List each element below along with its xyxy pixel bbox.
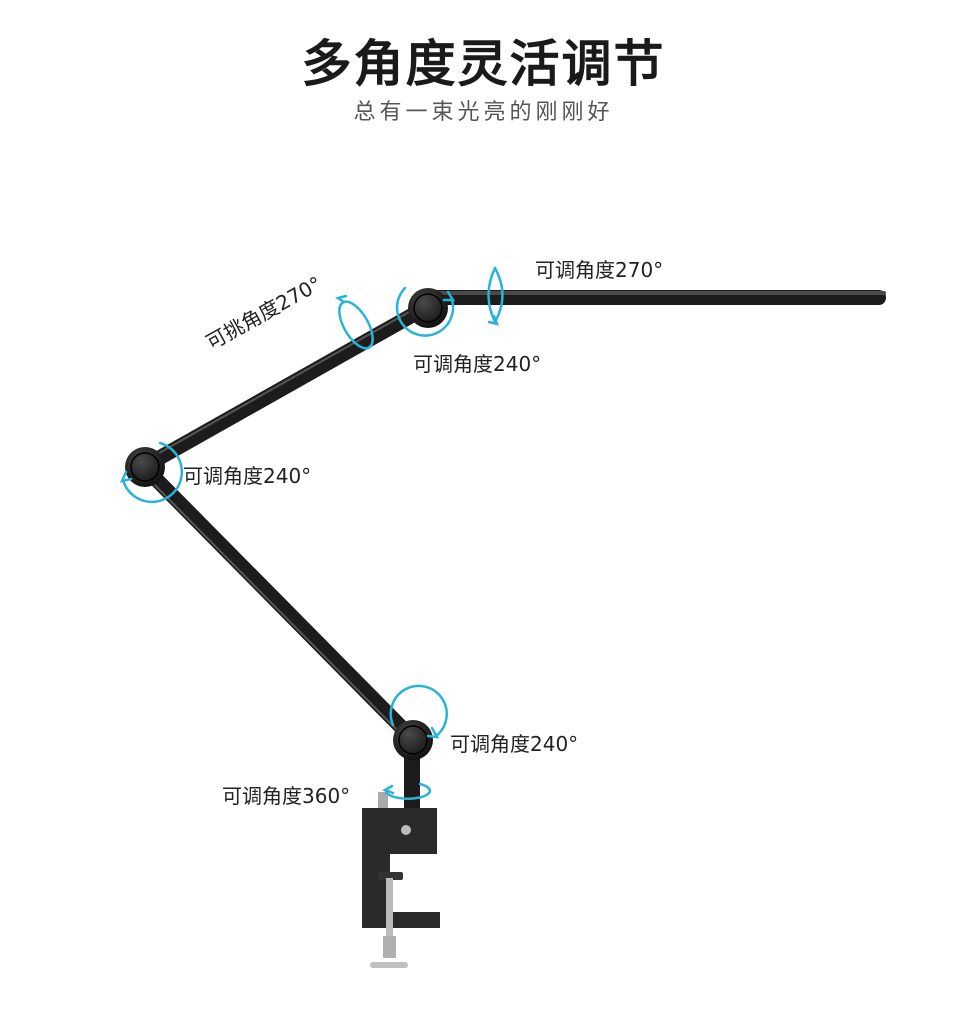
base-swivel-label: 可调角度360° [222, 784, 351, 808]
upper-joint-rotation-icon [395, 286, 456, 337]
base-joint-rotation-icon [389, 684, 448, 739]
head-rotation-label: 可调角度270° [535, 258, 664, 282]
head-rotation-arrow-icon [487, 266, 504, 326]
base-joint-label: 可调角度240° [450, 732, 579, 756]
base-swivel-arrow-icon [382, 782, 432, 800]
elbow-joint-label: 可调角度240° [183, 464, 312, 488]
base-joint-knob [393, 720, 433, 760]
page-title: 多角度灵活调节 [301, 35, 666, 93]
arm-tilt-arrow-icon [334, 294, 374, 350]
elbow-joint-knob [125, 447, 165, 487]
lower-arm [137, 460, 420, 746]
lamp-head-bar [420, 290, 886, 305]
upper-arm [137, 300, 433, 474]
upper-joint-label: 可调角度240° [413, 352, 542, 376]
elbow-joint-rotation-icon [119, 441, 184, 504]
desk-clamp [362, 792, 440, 968]
upper-joint-knob [408, 288, 448, 328]
page-subtitle: 总有一束光亮的刚刚好 [353, 100, 614, 125]
